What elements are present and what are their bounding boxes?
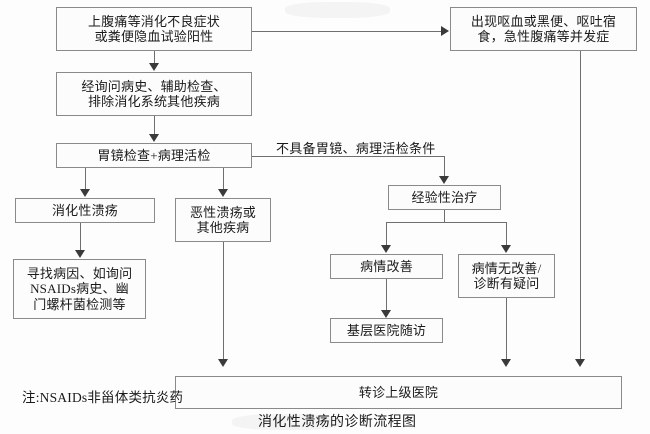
node-peptic-ulcer: 消化性溃疡	[15, 198, 155, 223]
arrowhead-to-followup	[381, 310, 391, 318]
arrowhead-to-malignant	[218, 189, 228, 197]
scan-artifact-top	[285, 2, 390, 18]
arrowhead-complications-to-referral	[575, 359, 585, 367]
edge-empirical-stem	[444, 210, 445, 222]
footnote-nsaids: 注:NSAIDs非甾体类抗炎药	[22, 390, 184, 405]
edge-symptoms-to-complications	[252, 31, 442, 32]
edge-malignant-to-referral	[223, 242, 224, 359]
arrowhead-to-etiology	[75, 250, 85, 258]
edge-endoscopy-to-malignant	[223, 168, 224, 189]
edge-history-to-endoscopy	[154, 116, 155, 134]
arrowhead-to-not-improved	[501, 245, 511, 253]
arrowhead-to-empirical	[439, 176, 449, 184]
edge-complications-to-referral	[580, 51, 581, 359]
node-followup: 基层医院随访	[330, 318, 443, 343]
node-symptoms: 上腹痛等消化不良症状 或粪便隐血试验阳性	[56, 7, 252, 51]
arrowhead-to-improved	[381, 245, 391, 253]
scan-artifact-bottom	[232, 414, 342, 430]
edge-peptic-ulcer-to-etiology	[80, 223, 81, 250]
node-history: 经询问病史、辅助检查、 排除消化系统其他疾病	[56, 72, 252, 116]
edge-not-improved-to-referral	[506, 298, 507, 359]
arrowhead-to-complications	[441, 26, 449, 36]
figure-caption: 消化性溃疡的诊断流程图	[258, 415, 417, 430]
edge-improved-to-followup	[386, 279, 387, 310]
edge-empirical-to-improved	[386, 222, 387, 245]
arrowhead-malignant-to-referral	[218, 359, 228, 367]
edge-symptoms-to-history	[154, 51, 155, 65]
arrowhead-to-endoscopy	[149, 134, 159, 142]
node-not-improved: 病情无改善/ 诊断有疑问	[458, 254, 555, 298]
edge-endoscopy-to-empirical-v	[444, 156, 445, 176]
arrowhead-not-improved-to-referral	[501, 359, 511, 367]
arrowhead-to-peptic-ulcer	[80, 189, 90, 197]
node-endoscopy: 胃镜检查+病理活检	[56, 143, 252, 168]
node-malignant: 恶性溃疡或 其他疾病	[175, 198, 271, 242]
arrowhead-to-history	[149, 63, 159, 71]
node-improved: 病情改善	[330, 254, 443, 279]
node-empirical: 经验性治疗	[388, 185, 501, 210]
edge-label-no-endoscopy: 不具备胃镜、病理活检条件	[276, 141, 436, 156]
node-etiology: 寻找病因、如询问 NSAIDs病史、幽 门螺杆菌检测等	[13, 259, 146, 319]
edge-endoscopy-to-empirical-h	[252, 156, 445, 157]
node-referral: 转诊上级医院	[175, 376, 622, 409]
edge-empirical-to-not-improved	[506, 222, 507, 245]
edge-empirical-split	[386, 222, 506, 223]
edge-endoscopy-to-peptic-ulcer	[85, 168, 86, 189]
node-complications: 出现呕血或黑便、呕吐宿 食，急性腹痛等并发症	[450, 7, 637, 51]
